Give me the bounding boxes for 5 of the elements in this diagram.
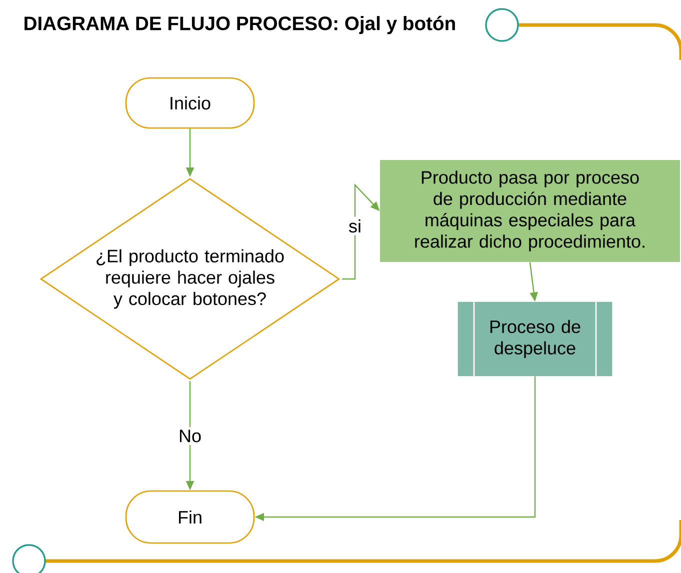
process-box: Producto pasa por proceso de producción mediante máquinas especiales para realizar dicho procedimiento. [380, 160, 680, 262]
title: DIAGRAMA DE FLUJO PROCESO: Ojal y botón [24, 16, 455, 34]
edge-label: si [346, 216, 364, 236]
subprocess-box: Proceso de despeluce [458, 301, 612, 377]
edge-label: No [176, 427, 204, 445]
